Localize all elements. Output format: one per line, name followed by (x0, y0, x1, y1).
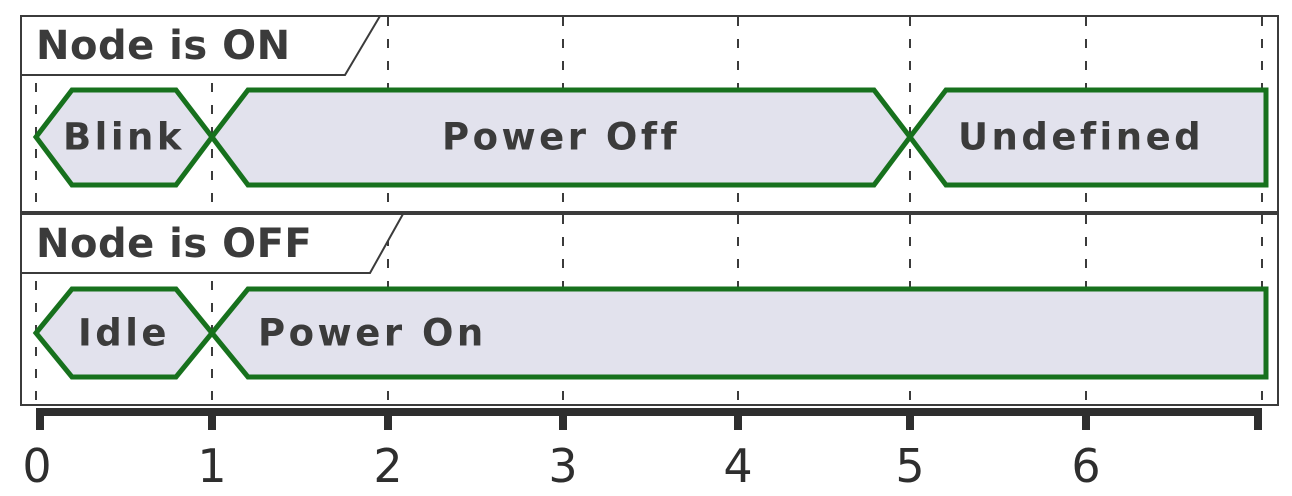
segment-undefined-label: Undefined (958, 116, 1204, 159)
row-node-off-label: Node is OFF (36, 221, 312, 267)
time-axis: 0 1 2 3 4 5 6 (22, 408, 1262, 493)
axis-tick-label-2: 2 (373, 439, 402, 493)
axis-tick-label-5: 5 (895, 439, 924, 493)
row-node-on-label: Node is ON (36, 23, 291, 69)
segment-idle-label: Idle (78, 312, 170, 355)
axis-tick-label-3: 3 (548, 439, 577, 493)
row-node-off: Node is OFF Idle Power On (20, 213, 1279, 406)
axis-tick-label-4: 4 (723, 439, 752, 493)
segment-undefined-shape (906, 87, 1269, 188)
segment-power-on-label: Power On (258, 312, 487, 355)
axis-tick-label-1: 1 (197, 439, 226, 493)
row-node-off-label-box (20, 213, 405, 274)
row-node-on: Node is ON Blink Power Off Undefined (20, 15, 1279, 213)
axis-tick-label-6: 6 (1071, 439, 1100, 493)
segment-blink-label: Blink (63, 116, 185, 159)
segment-power-off-label: Power Off (442, 116, 680, 159)
axis-tick-label-0: 0 (22, 439, 51, 493)
row-node-on-label-box (20, 15, 382, 76)
segment-power-on-shape (208, 286, 1269, 380)
row-node-on-frame (20, 15, 1279, 213)
row-node-off-frame (20, 213, 1279, 406)
